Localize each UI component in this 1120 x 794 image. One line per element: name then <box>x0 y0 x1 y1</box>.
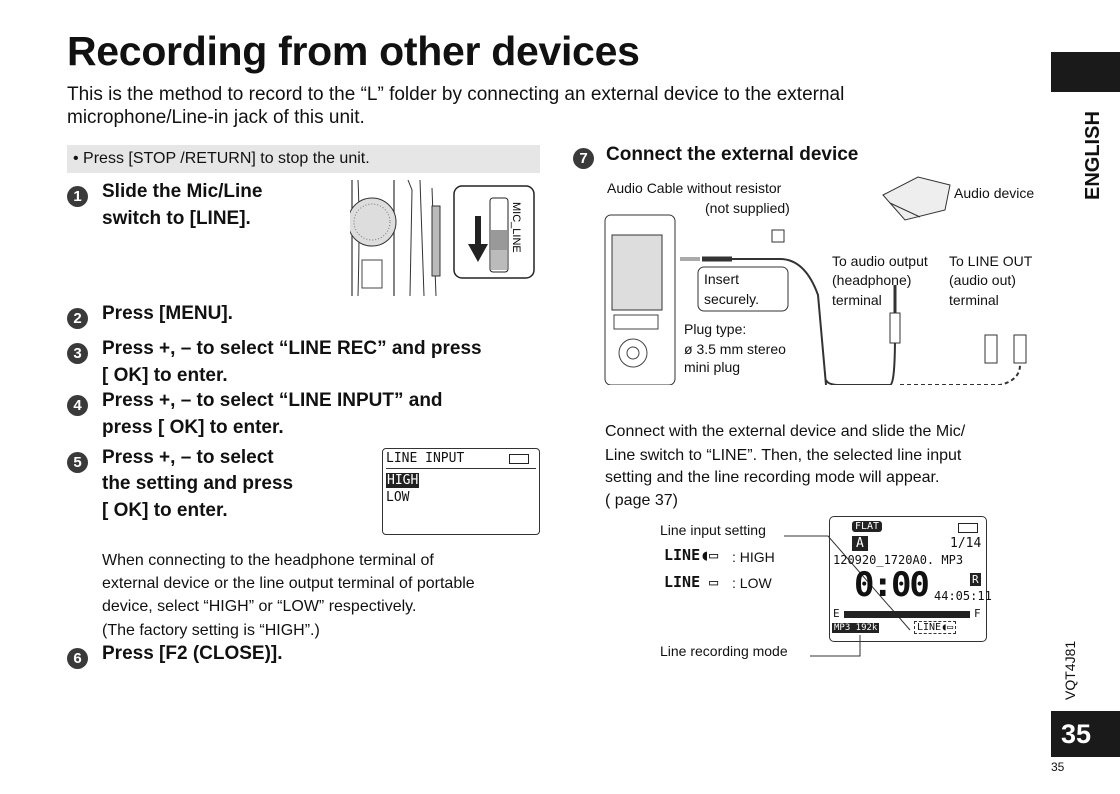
step-number-4: 4 <box>67 395 88 416</box>
step-7-line1: Connect the external device <box>606 144 859 165</box>
step-1-line1: Slide the Mic/Line <box>102 181 263 202</box>
step-number-6: 6 <box>67 648 88 669</box>
step-number-2: 2 <box>67 308 88 329</box>
leader-lines <box>784 535 911 657</box>
battery-icon <box>509 454 529 464</box>
lcd-line-input-menu: LINE INPUT HIGH LOW <box>382 448 540 535</box>
step-number-5: 5 <box>67 452 88 473</box>
step-5-note-line1: When connecting to the headphone termina… <box>102 552 434 569</box>
language-label: ENGLISH <box>1082 111 1104 200</box>
insert-label-2: securely. <box>704 291 759 307</box>
step-7-text-line3: setting and the line recording mode will… <box>605 469 940 486</box>
step-5-line3: [ OK] to enter. <box>102 500 228 521</box>
file-name: 120920_1720A0. MP3 <box>833 553 964 567</box>
intro-text: This is the method to record to the “L” … <box>67 84 845 128</box>
cable-label-2: (not supplied) <box>705 200 790 216</box>
low-label: : LOW <box>732 575 772 591</box>
step-6-line1: Press [F2 (CLOSE)]. <box>102 643 283 664</box>
plug-label-2: ø 3.5 mm stereo <box>684 341 786 357</box>
line-out-label-3: terminal <box>949 292 999 308</box>
line-low-icon: LINE ▭ <box>664 573 719 591</box>
lcd-menu-title: LINE INPUT <box>386 451 465 466</box>
lcd-menu-item-high: HIGH <box>386 473 420 488</box>
battery-icon-2 <box>958 523 978 533</box>
page-title: Recording from other devices <box>67 28 640 74</box>
step-2-line1: Press [MENU]. <box>102 303 233 324</box>
level-meter <box>844 611 970 618</box>
line-input-setting-label: Line input setting <box>660 522 766 538</box>
cable-label: Audio Cable without resistor <box>607 180 782 196</box>
step-3-line2: [ OK] to enter. <box>102 365 228 386</box>
rec-indicator: R <box>970 573 981 586</box>
connection-diagram <box>604 176 1027 385</box>
folder-badge: A <box>852 536 868 551</box>
step-4-line1: Press +, – to select “LINE INPUT” and <box>102 390 443 411</box>
step-7-text-line2: Line switch to “LINE”. Then, the selecte… <box>605 447 962 464</box>
line-mode-indicator: LINE◖▭ <box>914 621 957 634</box>
file-count: 1/14 <box>950 536 982 551</box>
plug-label-3: mini plug <box>684 359 741 375</box>
document-code: VQT4J81 <box>1062 640 1078 700</box>
audio-device-label: Audio device <box>954 185 1035 201</box>
line-out-label-2: (audio out) <box>949 272 1016 288</box>
insert-label-1: Insert <box>704 271 740 287</box>
level-f: F <box>974 607 981 620</box>
step-5-note-line2: external device or the line output termi… <box>102 575 475 592</box>
language-tab <box>1051 52 1120 92</box>
audio-output-label-1: To audio output <box>832 253 928 269</box>
page-number-small: 35 <box>1051 760 1065 774</box>
line-high-icon: LINE◖▭ <box>664 546 719 564</box>
step-3-line1: Press +, – to select “LINE REC” and pres… <box>102 338 482 359</box>
step-7-text-line1: Connect with the external device and sli… <box>605 423 966 440</box>
step-1-line2: switch to [LINE]. <box>102 208 251 229</box>
high-label: : HIGH <box>732 549 775 565</box>
audio-output-label-2: (headphone) <box>832 272 912 288</box>
lcd-recording-display: FLAT A 1/14 120920_1720A0. MP3 0:00 R 44… <box>829 516 992 642</box>
step-7-text-line4: ( page 37) <box>605 492 678 509</box>
elapsed-time: 0:00 <box>854 565 930 605</box>
lcd-menu-item-low: LOW <box>386 490 410 505</box>
mode-badge: MP3 192k <box>832 623 880 633</box>
step-5-note-line4: (The factory setting is “HIGH”.) <box>102 622 320 639</box>
step-5-line1: Press +, – to select <box>102 447 274 468</box>
mic-line-switch-illustration: MIC_LINE <box>350 180 535 297</box>
step-number-3: 3 <box>67 343 88 364</box>
step-4-line2: press [ OK] to enter. <box>102 417 284 438</box>
step-number-1: 1 <box>67 186 88 207</box>
audio-output-label-3: terminal <box>832 292 882 308</box>
level-e: E <box>833 607 840 620</box>
stop-note: • Press [STOP /RETURN] to stop the unit. <box>67 145 540 173</box>
flat-badge: FLAT <box>852 521 883 532</box>
line-out-label-1: To LINE OUT <box>949 253 1033 269</box>
step-5-note-line3: device, select “HIGH” or “LOW” respectiv… <box>102 598 417 615</box>
switch-label: MIC_LINE <box>510 202 522 253</box>
step-5-line2: the setting and press <box>102 473 294 494</box>
remaining-time: 44:05:11 <box>934 589 992 603</box>
plug-label-1: Plug type: <box>684 321 747 337</box>
page-number: 35 <box>1051 711 1120 757</box>
line-recording-mode-label: Line recording mode <box>660 643 788 659</box>
step-number-7: 7 <box>573 148 594 169</box>
